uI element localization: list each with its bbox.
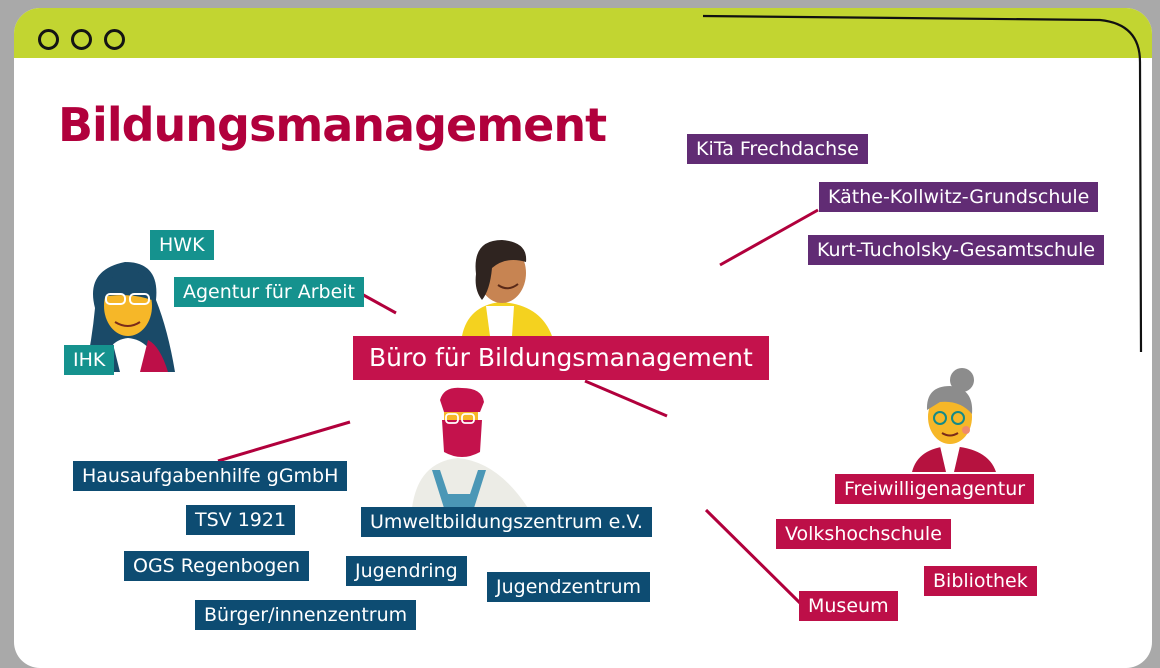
window-titlebar <box>14 8 1152 58</box>
page-title: Bildungsmanagement <box>58 98 607 152</box>
window-dot-icon[interactable] <box>38 29 59 50</box>
tag-volkshochschule: Volkshochschule <box>776 519 951 549</box>
tag-agentur-fuer-arbeit: Agentur für Arbeit <box>174 277 365 307</box>
tag-hwk: HWK <box>150 230 214 260</box>
tag-kita-frechdachse: KiTa Frechdachse <box>687 134 868 164</box>
tag-umweltbildungszentrum: Umweltbildungszentrum e.V. <box>361 507 652 537</box>
tag-ogs-regenbogen: OGS Regenbogen <box>124 551 310 581</box>
window-dot-icon[interactable] <box>104 29 125 50</box>
tag-bibliothek: Bibliothek <box>924 566 1037 596</box>
tag-hausaufgabenhilfe: Hausaufgabenhilfe gGmbH <box>73 461 348 491</box>
tag-kaethe-kollwitz-grundschule: Käthe-Kollwitz-Grundschule <box>819 182 1099 212</box>
tag-tsv-1921: TSV 1921 <box>186 505 296 535</box>
tag-kurt-tucholsky-gesamtschule: Kurt-Tucholsky-Gesamtschule <box>808 235 1105 265</box>
tag-buerger-innenzentrum: Bürger/innenzentrum <box>195 600 417 630</box>
tag-museum: Museum <box>799 591 898 621</box>
tag-ihk: IHK <box>64 345 115 375</box>
tag-jugendring: Jugendring <box>346 556 467 586</box>
window-dot-icon[interactable] <box>71 29 92 50</box>
tag-freiwilligenagentur: Freiwilligenagentur <box>835 474 1035 504</box>
tag-buero-fuer-bildungsmanagement: Büro für Bildungsmanagement <box>353 336 769 380</box>
tag-jugendzentrum: Jugendzentrum <box>487 572 651 602</box>
